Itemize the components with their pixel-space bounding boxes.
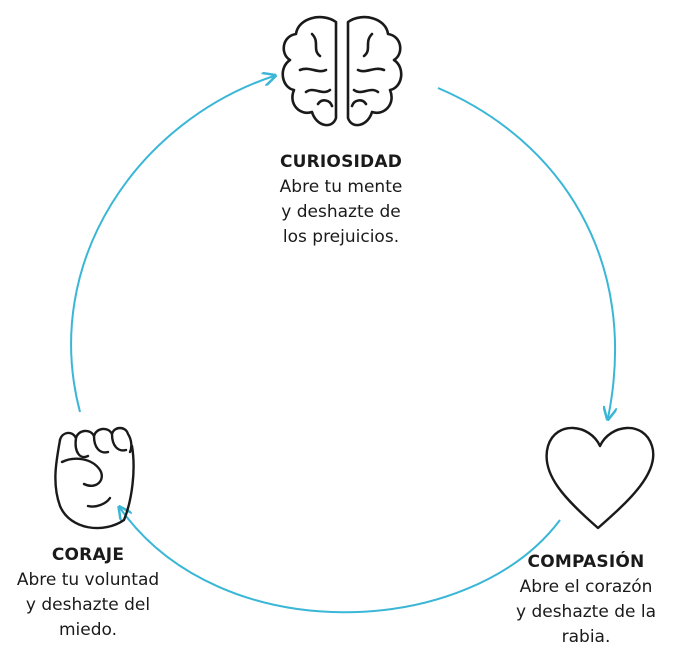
brain-icon [281, 15, 403, 127]
coraje-line-1: Abre tu voluntad [16, 570, 160, 590]
arrow-coraje-to-curiosidad [70, 76, 274, 413]
arrow-compasion-to-coraje [120, 508, 561, 614]
curiosidad-title: CURIOSIDAD [279, 152, 403, 172]
heart-icon [545, 426, 655, 530]
curiosidad-line-3: los prejuicios. [282, 227, 400, 247]
curiosidad-node: CURIOSIDAD Abre tu mente y deshazte de l… [226, 150, 456, 250]
compasion-node: COMPASIÓN Abre el corazón y deshazte de … [490, 550, 682, 650]
compasion-title: COMPASIÓN [527, 552, 645, 572]
coraje-line-3: miedo. [58, 620, 118, 640]
coraje-title: CORAJE [51, 545, 125, 565]
compasion-line-1: Abre el corazón [519, 577, 653, 597]
curiosidad-line-2: y deshazte de [281, 202, 401, 222]
curiosidad-line-1: Abre tu mente [279, 177, 403, 197]
coraje-node: CORAJE Abre tu voluntad y deshazte del m… [0, 543, 176, 643]
compasion-line-2: y deshazte de la [515, 602, 656, 622]
compasion-line-3: rabia. [561, 627, 611, 647]
coraje-line-2: y deshazte del [25, 595, 151, 615]
fist-icon [54, 426, 135, 530]
arrow-curiosidad-to-compasion [437, 87, 615, 418]
